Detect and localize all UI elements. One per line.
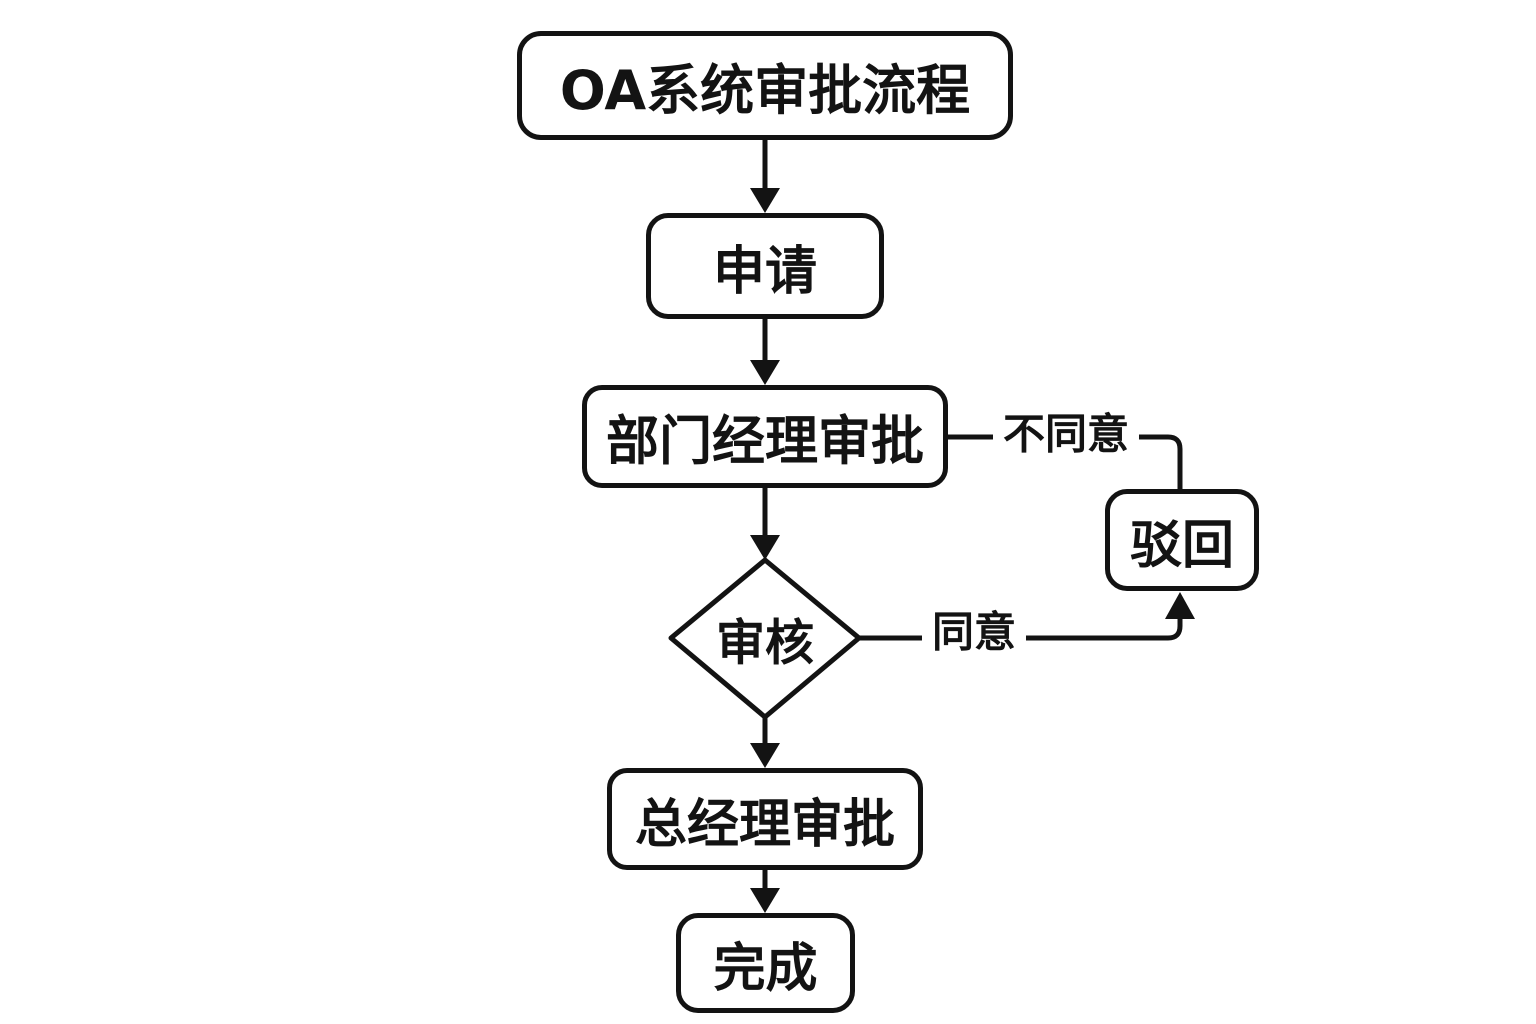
node-gm-approval: 总经理审批: [607, 768, 923, 870]
arrowhead-down-icon: [750, 888, 780, 913]
edge-label-disagree: 不同意: [992, 398, 1140, 464]
node-reject-label: 驳回: [1129, 515, 1234, 576]
node-title-label: OA系统审批流程: [559, 59, 971, 122]
node-apply: 申请: [646, 213, 884, 319]
node-gm-approval-label: 总经理审批: [634, 794, 895, 855]
node-manager-approval: 部门经理审批: [582, 385, 948, 488]
arrowhead-down-icon: [750, 360, 780, 385]
edge-manager-to-reject: [948, 434, 1183, 489]
node-title: OA系统审批流程: [517, 31, 1013, 140]
arrowhead-down-icon: [750, 535, 780, 560]
node-reject: 驳回: [1105, 489, 1259, 591]
edge-review-to-reject: [859, 592, 1195, 641]
edge-title-to-apply: [750, 140, 780, 213]
node-apply-label: 申请: [712, 241, 817, 302]
arrowhead-down-icon: [750, 188, 780, 213]
node-review-decision: 审核: [716, 604, 814, 675]
node-manager-approval-label: 部门经理审批: [606, 410, 924, 472]
edge-gm-to-done: [750, 870, 780, 913]
node-done: 完成: [676, 913, 855, 1013]
edge-apply-to-manager: [750, 319, 780, 385]
edge-manager-to-review: [750, 488, 780, 560]
review-diamond-shape: [668, 557, 862, 720]
arrowhead-up-icon: [1165, 592, 1195, 619]
edge-review-to-gm: [750, 717, 780, 768]
node-review-decision-label: 审核: [715, 614, 815, 672]
edge-label-agree: 同意: [921, 596, 1027, 662]
arrowhead-down-icon: [750, 743, 780, 768]
node-done-label: 完成: [713, 938, 818, 999]
